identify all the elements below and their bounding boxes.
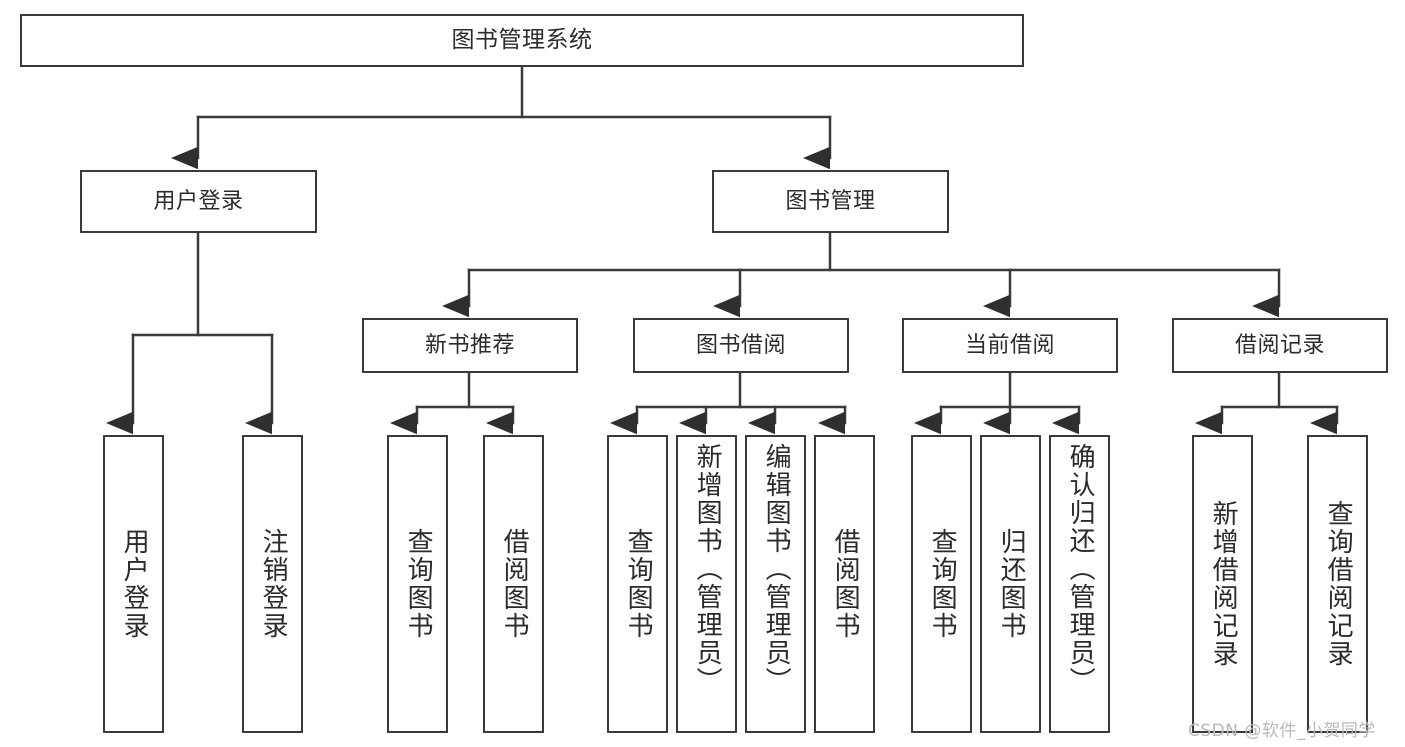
node-label: 用户登录 [153, 188, 244, 214]
node-book-borrow[interactable]: 图书借阅 [633, 318, 849, 373]
node-new-book-recommend[interactable]: 新书推荐 [362, 318, 578, 373]
leaf-borrow-records-add[interactable]: 新增借阅记录 [1192, 435, 1253, 733]
leaf-book-borrow-query[interactable]: 查询图书 [607, 435, 668, 733]
leaf-current-borrow-confirm-return[interactable]: 确认归还（管理员） [1049, 435, 1110, 733]
node-label: 图书借阅 [695, 332, 786, 358]
leaf-book-borrow-add[interactable]: 新增图书（管理员） [676, 435, 737, 733]
node-label: 新书推荐 [424, 332, 515, 358]
node-label: 用户登录 [119, 528, 150, 640]
node-current-borrow[interactable]: 当前借阅 [902, 318, 1118, 373]
node-label: 确认归还（管理员） [1065, 443, 1096, 695]
node-label: 查询借阅记录 [1323, 500, 1354, 668]
node-label: 图书管理 [785, 188, 876, 214]
leaf-new-book-borrow[interactable]: 借阅图书 [483, 435, 544, 733]
node-label: 注销登录 [258, 528, 289, 640]
node-label: 新增图书（管理员） [692, 443, 723, 695]
node-label: 归还图书 [996, 528, 1027, 640]
node-label: 当前借阅 [964, 332, 1055, 358]
leaf-user-login-logout[interactable]: 注销登录 [242, 435, 303, 733]
leaf-current-borrow-query[interactable]: 查询图书 [911, 435, 972, 733]
node-label: 图书管理系统 [451, 26, 593, 53]
node-root-system[interactable]: 图书管理系统 [20, 14, 1024, 67]
leaf-current-borrow-return[interactable]: 归还图书 [980, 435, 1041, 733]
node-label: 查询图书 [403, 528, 434, 640]
node-label: 新增借阅记录 [1208, 500, 1239, 668]
node-label: 查询图书 [623, 528, 654, 640]
leaf-book-borrow-borrow[interactable]: 借阅图书 [814, 435, 875, 733]
leaf-book-borrow-edit[interactable]: 编辑图书（管理员） [745, 435, 806, 733]
node-borrow-records[interactable]: 借阅记录 [1172, 318, 1388, 373]
leaf-user-login-login[interactable]: 用户登录 [103, 435, 164, 733]
leaf-borrow-records-query[interactable]: 查询借阅记录 [1307, 435, 1368, 733]
node-label: 借阅图书 [830, 528, 861, 640]
node-user-login[interactable]: 用户登录 [80, 170, 317, 233]
csdn-watermark: CSDN @软件_小贺同学 [1188, 721, 1376, 741]
node-label: 借阅图书 [499, 528, 530, 640]
leaf-new-book-query[interactable]: 查询图书 [387, 435, 448, 733]
node-label: 编辑图书（管理员） [761, 443, 792, 695]
node-book-management[interactable]: 图书管理 [712, 170, 949, 233]
node-label: 借阅记录 [1234, 332, 1325, 358]
node-label: 查询图书 [927, 528, 958, 640]
